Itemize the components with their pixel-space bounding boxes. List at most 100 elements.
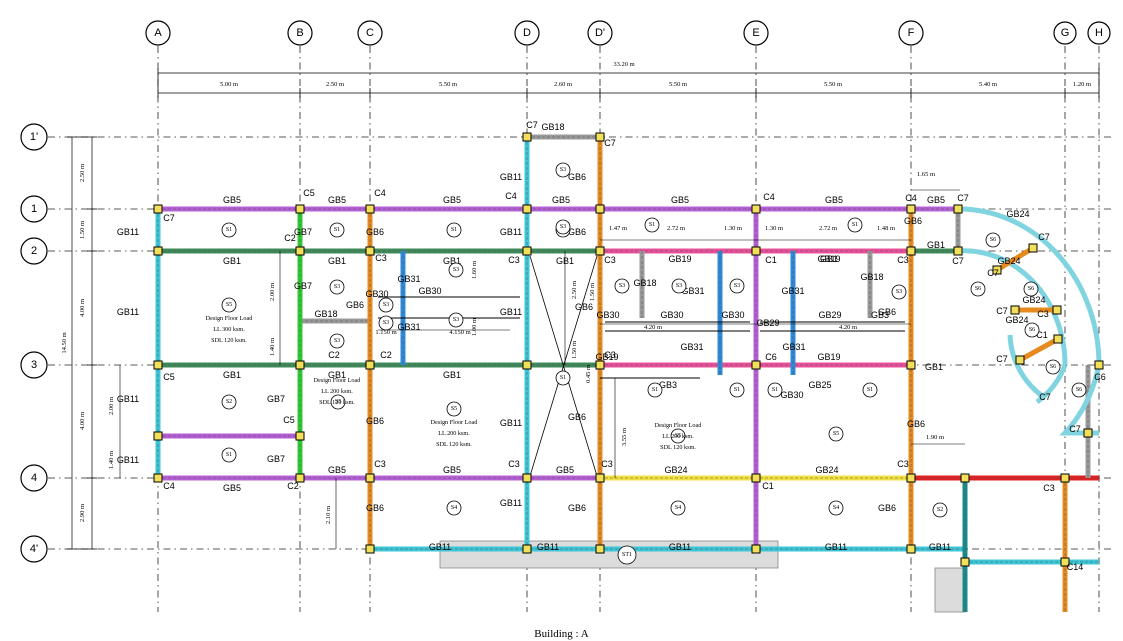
slab-circle [617, 545, 637, 565]
slab-marker: S2 [221, 394, 237, 410]
beam-label: GB5 [443, 465, 461, 475]
svg-text:H: H [1095, 27, 1103, 39]
slab-circle [221, 297, 237, 313]
opening-cross [529, 255, 598, 477]
slab-label: S6 [1029, 327, 1035, 333]
slab-circle [614, 278, 630, 294]
slab-marker: S3 [891, 284, 907, 300]
column [365, 360, 375, 370]
axis-bubble-2: 2 [20, 237, 48, 265]
slab-label: S3 [334, 284, 340, 290]
dim-text: 4.00 m [79, 412, 86, 430]
beam-label: GB6 [568, 172, 586, 182]
beam-label: GB1 [328, 370, 346, 380]
sub-dimension: 1.30 m [724, 225, 742, 232]
slab-label: S1 [334, 227, 340, 233]
load-note: SDL 120 ksm. [319, 399, 355, 406]
load-note: LL 300 ksm. [213, 326, 245, 333]
sub-dimension: 1.47 m [609, 225, 627, 232]
slab-marker: S1 [446, 222, 462, 238]
sub-dimension: 4.20 m [644, 324, 662, 331]
slab-marker: S1 [847, 217, 863, 233]
beam-label: GB18 [860, 272, 883, 282]
slab-circle [970, 281, 986, 297]
row-axis-bubbles: 1' 1 2 3 4 4' [20, 123, 48, 563]
slab-circle [329, 333, 345, 349]
slab-label: ST1 [622, 552, 632, 558]
svg-text:E: E [752, 27, 759, 39]
load-note: Design Floor Load [655, 422, 703, 429]
column-label: C7 [957, 193, 969, 203]
column-label: C4 [374, 188, 386, 198]
column-label: C1 [765, 255, 777, 265]
beam-label: GB5 [223, 195, 241, 205]
sub-dimension: 4.20 m [839, 324, 857, 331]
slab-circle [448, 262, 464, 278]
beam-label: GB31 [681, 286, 704, 296]
svg-text:2: 2 [31, 245, 37, 257]
slab-label: S1 [652, 387, 658, 393]
slab-label: S5 [335, 399, 341, 405]
slab-marker: S1 [644, 217, 660, 233]
column [365, 246, 375, 256]
overall-dimension: 33.20 m [613, 61, 634, 68]
slab-circle [221, 222, 237, 238]
column [1010, 305, 1020, 315]
beam-label: GB1 [223, 370, 241, 380]
column-label: C7 [1038, 232, 1050, 242]
column-label: C3 [375, 253, 387, 263]
column-label: C3 [604, 255, 616, 265]
sub-dimension: 1.48 m [877, 225, 895, 232]
slab-label: S1 [867, 387, 873, 393]
slab-marker: S1 [647, 382, 663, 398]
column [1015, 355, 1025, 365]
beam-label: GB31 [680, 342, 703, 352]
slab-label: S5 [675, 433, 681, 439]
column-label: C7 [1069, 424, 1081, 434]
column [1094, 360, 1104, 370]
curved-beam-wing [957, 206, 1102, 436]
axis-bubble-g: G [1053, 21, 1077, 45]
slab-circle [828, 500, 844, 516]
beam-label: GB5 [671, 195, 689, 205]
slab-label: S1 [649, 222, 655, 228]
load-note: LL 200 ksm. [662, 433, 694, 440]
sub-dimension: 1.40 m [269, 338, 276, 356]
top-dimension-chain: 33.20 m 5.00 m 2.50 m 5.50 m 2.60 m 5.50… [157, 61, 1100, 98]
slab-label: S2 [937, 507, 943, 513]
slab-marker: S6 [1045, 359, 1061, 375]
load-note: SDL 120 ksm. [436, 441, 472, 448]
sub-dimension: 1.40 m [108, 451, 115, 469]
column [953, 246, 963, 256]
slab-marker: S5 [330, 394, 346, 410]
dim-text: 1.50 m [79, 221, 86, 239]
beam-label: GB6 [568, 227, 586, 237]
beam-label: GB1 [328, 256, 346, 266]
slab-label: S3 [383, 320, 389, 326]
beam-label: GB31 [782, 342, 805, 352]
curved-beam-outer [957, 206, 1102, 366]
beam-label: GB5 [223, 483, 241, 493]
beam-label: GB6 [878, 307, 896, 317]
beam-label: GB31 [397, 274, 420, 284]
slab-marker: S2 [932, 502, 948, 518]
slab-circle [1071, 382, 1087, 398]
slab-label: S3 [619, 283, 625, 289]
column-label: C4 [163, 481, 175, 491]
column [153, 431, 163, 441]
beam-label: GB11 [669, 542, 691, 552]
column-label: C3 [604, 350, 616, 360]
beam-label: GB5 [927, 195, 945, 205]
slab-marker: S4 [670, 500, 686, 516]
beam-label: GB11 [825, 542, 847, 552]
column-label: C3 [1037, 309, 1049, 319]
column [153, 246, 163, 256]
curved-beam-lower [1059, 364, 1102, 436]
slab-label: S5 [833, 431, 839, 437]
sub-dimension: 2.00 m [269, 283, 276, 301]
slab-circle [555, 370, 571, 386]
radial-beam [1018, 336, 1060, 363]
load-note: SDL 120 ksm. [660, 444, 696, 451]
beam-label: GB7 [267, 394, 285, 404]
